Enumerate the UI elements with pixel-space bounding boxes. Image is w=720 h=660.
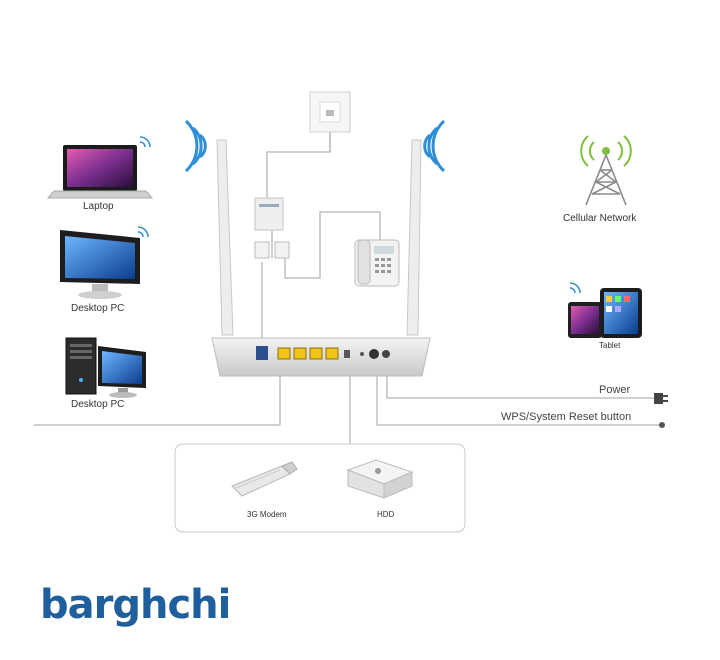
label-tablet: Tablet [599,341,621,350]
label-cellular-network: Cellular Network [563,213,637,224]
hdd-icon [346,459,414,499]
antenna-right [406,139,422,336]
brand-logo: barghchi [40,582,231,628]
label-power: Power [599,384,631,396]
pc-tower-icon [65,337,97,395]
tablet-icon [568,288,642,338]
antenna-left [216,139,234,336]
laptop-icon [46,145,154,199]
splitter-icon [254,197,290,259]
reset-button-dot-icon [659,422,665,428]
cell-tower-icon [580,135,632,206]
label-3g-modem: 3G Modem [247,510,287,519]
usb-devices-box [174,443,466,533]
connection-lines [34,132,664,444]
power-plug-icon [654,393,668,404]
label-hdd: HDD [377,510,395,519]
wifi-signal-laptop-icon [139,136,151,148]
wall-socket-icon [309,91,351,133]
label-desktop-pc-2: Desktop PC [71,399,125,410]
label-wps-reset: WPS/System Reset button [501,411,632,423]
pc-monitor-icon [98,346,146,398]
wifi-signal-desktop-icon [137,226,149,238]
label-desktop-pc-1: Desktop PC [71,303,125,314]
label-laptop: Laptop [83,201,114,212]
wifi-signal-tablet-icon [569,282,581,294]
wifi-waves-icon [184,119,446,173]
phone-icon [354,239,400,287]
router-icon [211,337,431,377]
usb-modem-icon [231,461,298,497]
monitor-icon [60,230,140,299]
